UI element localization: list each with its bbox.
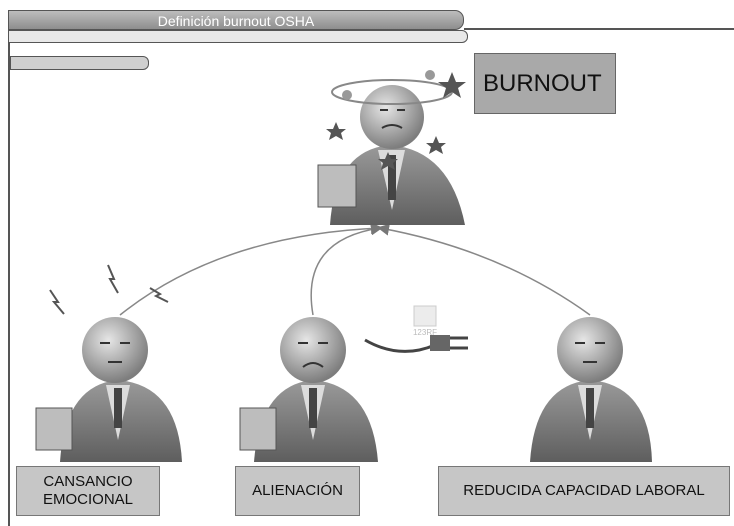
watermark-logo: 123RF (413, 305, 437, 337)
subtitle-bar (10, 56, 149, 70)
cansancio-label: CANSANCIO EMOCIONAL (42, 473, 133, 508)
cansancio-figure (35, 264, 182, 462)
burnout-figure (317, 70, 465, 225)
alienacion-figure (239, 317, 468, 462)
alienacion-box: ALIENACIÓN (235, 466, 360, 516)
reducida-box: REDUCIDA CAPACIDAD LABORAL (438, 466, 730, 516)
arrow-reducida-to-burnout (377, 223, 591, 316)
title-underbar (8, 30, 468, 43)
svg-text:123RF: 123RF (413, 328, 437, 337)
alienacion-label: ALIENACIÓN (252, 482, 343, 499)
arrow-alienacion-to-burnout (310, 223, 383, 316)
arrow-cansancio-to-burnout (119, 222, 383, 316)
stars-decoration (326, 72, 466, 170)
burnout-label: BURNOUT (483, 70, 602, 97)
cansancio-box: CANSANCIO EMOCIONAL (16, 466, 160, 516)
left-divider (8, 42, 10, 526)
title-bar: Definición burnout OSHA (8, 10, 464, 30)
reducida-figure (530, 317, 652, 462)
reducida-label: REDUCIDA CAPACIDAD LABORAL (463, 482, 705, 499)
stress-lightning-icon (49, 289, 65, 315)
top-divider (464, 28, 734, 30)
plug-cable-icon (364, 338, 436, 353)
page-title: Definición burnout OSHA (157, 13, 315, 29)
burnout-box: BURNOUT (474, 53, 616, 114)
